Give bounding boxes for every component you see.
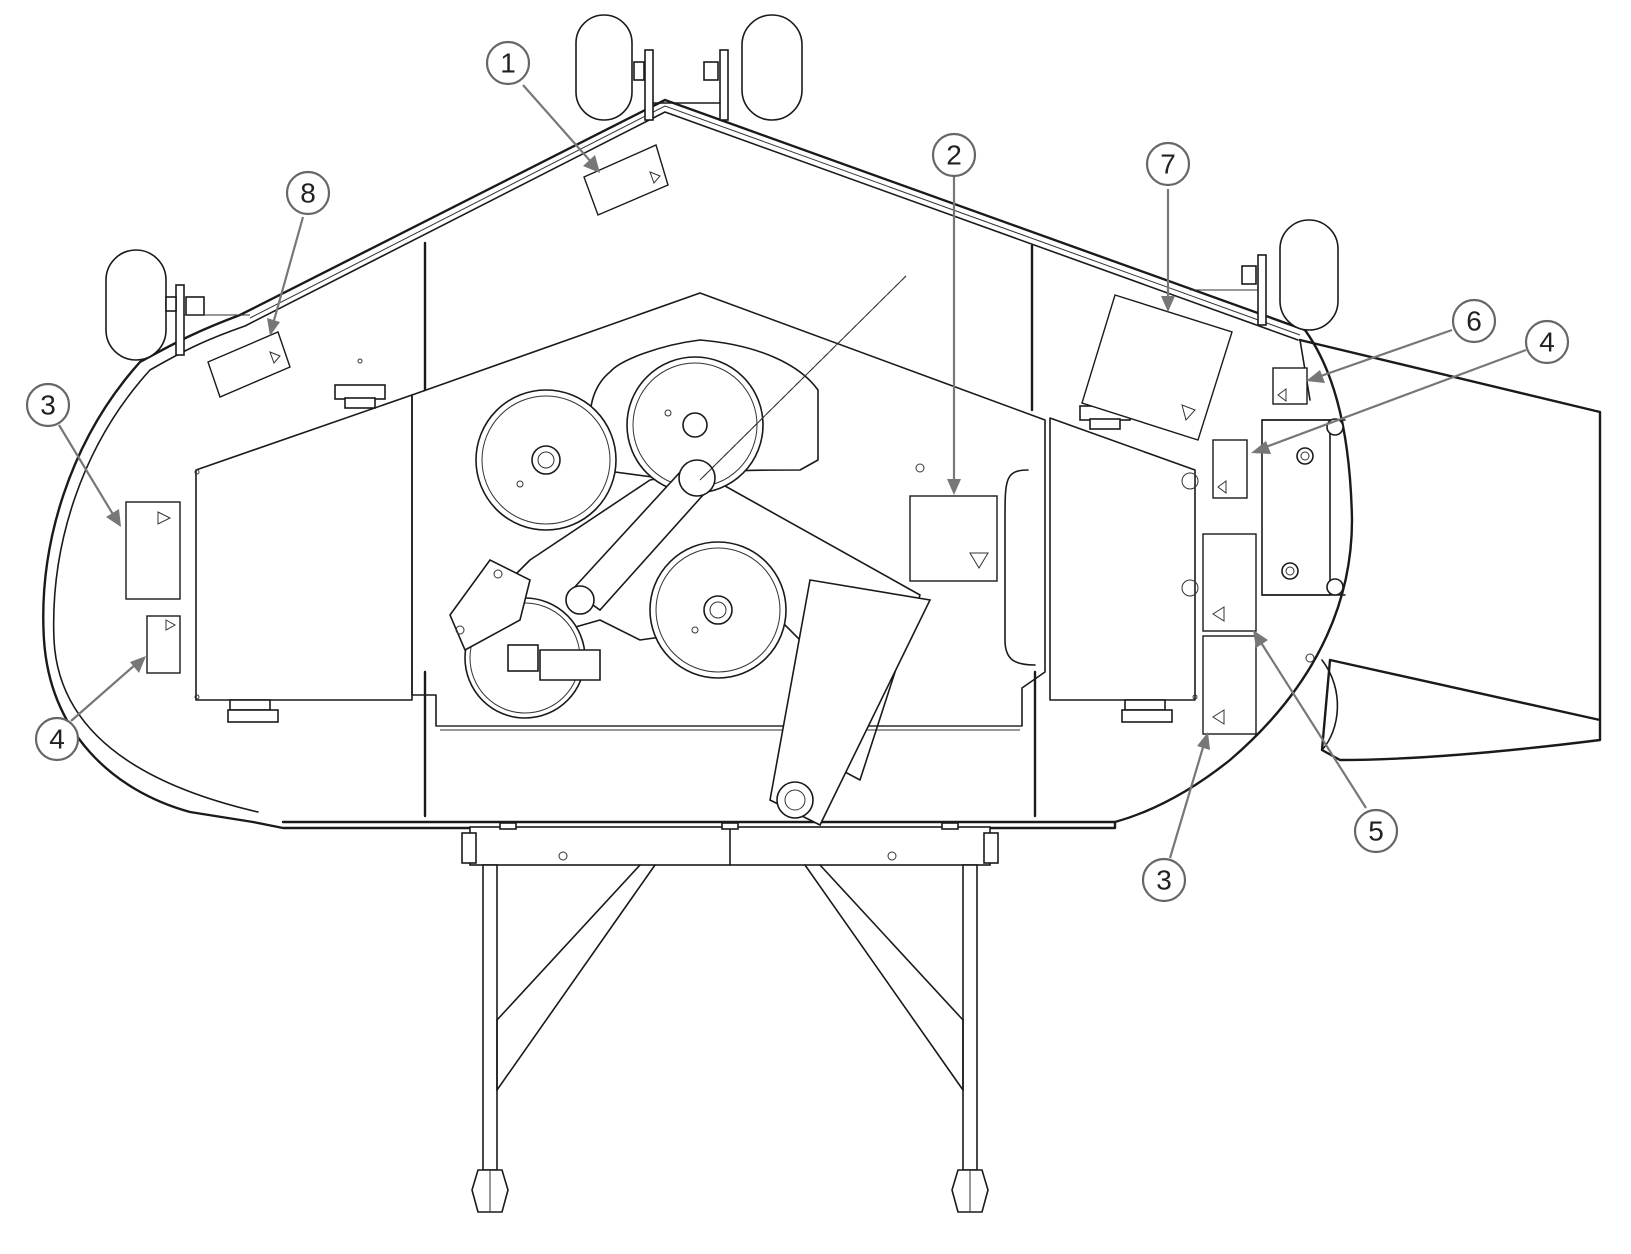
callout-3-left: 3 <box>25 382 121 527</box>
callout-4-right: 4 <box>1251 319 1570 454</box>
gauge-wheels <box>105 14 1339 361</box>
adjust-knob-right-bottom <box>1121 699 1173 723</box>
callout-4-left: 4 <box>34 656 146 762</box>
decal-8 <box>207 331 291 398</box>
adjust-knob-left-bottom <box>227 699 279 723</box>
chute-bolt-top <box>1296 418 1344 465</box>
pulley-bottom-right <box>649 541 787 679</box>
gauge-wheel-top-right <box>652 14 803 121</box>
callout-label-3-right: 3 <box>1156 865 1172 896</box>
adjust-knob-left-top <box>334 384 386 409</box>
decal-1 <box>583 144 669 216</box>
gauge-wheel-left <box>105 249 250 361</box>
callout-3-right: 3 <box>1141 732 1210 903</box>
callout-label-7: 7 <box>1160 149 1176 180</box>
belt-drive <box>449 275 932 827</box>
decal-4-right <box>1212 439 1248 499</box>
pulley-left <box>475 389 617 531</box>
decal-3-right <box>1202 635 1257 735</box>
mower-deck <box>42 98 1602 830</box>
caster-left <box>471 1169 509 1213</box>
callout-1: 1 <box>485 40 600 173</box>
decal-2 <box>909 495 998 582</box>
gauge-wheel-top-left <box>575 14 654 121</box>
gauge-wheel-right <box>1190 219 1339 331</box>
callout-8: 8 <box>267 170 331 336</box>
callout-label-5: 5 <box>1368 816 1384 847</box>
decal-6 <box>1272 367 1308 405</box>
callout-5: 5 <box>1253 630 1399 854</box>
adjust-chain <box>699 275 907 481</box>
callout-7: 7 <box>1145 141 1191 312</box>
callout-label-3-left: 3 <box>40 390 56 421</box>
decal-7 <box>1081 294 1233 441</box>
callout-label-4-right: 4 <box>1539 327 1555 358</box>
decal-3-left <box>125 501 181 600</box>
decal-4-left <box>146 615 181 674</box>
callout-label-8: 8 <box>300 178 316 209</box>
deck-stand <box>461 822 999 1213</box>
decal-5 <box>1202 533 1257 632</box>
callout-2: 2 <box>931 132 977 495</box>
callout-label-2: 2 <box>946 140 962 171</box>
callout-label-1: 1 <box>500 48 516 79</box>
chute-bolt-bottom <box>1281 562 1344 596</box>
callouts: 1 2 3 3 4 <box>25 40 1570 903</box>
decals <box>125 144 1308 735</box>
caster-right <box>951 1169 989 1213</box>
callout-label-4-left: 4 <box>49 724 65 755</box>
callout-label-6: 6 <box>1466 306 1482 337</box>
callout-6: 6 <box>1306 298 1497 383</box>
